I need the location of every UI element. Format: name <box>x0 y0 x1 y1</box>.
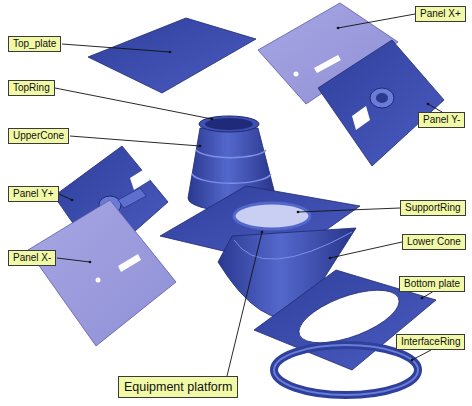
callout-text: Bottom plate <box>404 278 460 289</box>
callout-label: Lower Cone <box>402 234 466 250</box>
leader-line <box>298 208 400 212</box>
panel-x-minus <box>28 200 176 346</box>
callout-text: Panel X+ <box>420 8 461 19</box>
callout-text: Panel Y- <box>423 114 460 125</box>
callout-label: Panel Y- <box>418 112 465 128</box>
callout-text: Equipment platform <box>124 380 232 394</box>
leader-dot <box>199 145 202 148</box>
leader-line <box>55 88 212 119</box>
leader-dot <box>261 231 264 234</box>
callout-label: TopRing <box>8 80 55 96</box>
leader-dot <box>411 359 414 362</box>
callout-text: Top_plate <box>13 38 56 49</box>
callout-text: InterfaceRing <box>401 336 460 347</box>
leader-dot <box>337 27 340 30</box>
callout-label: Equipment platform <box>118 376 238 398</box>
callout-text: Lower Cone <box>407 236 461 247</box>
callout-label: Bottom plate <box>399 276 465 292</box>
leader-line <box>59 194 72 200</box>
leader-line <box>412 350 431 360</box>
leader-dot <box>329 257 332 260</box>
callout-label: UpperCone <box>8 128 69 144</box>
callout-text: UpperCone <box>13 130 64 141</box>
leader-line <box>57 258 90 262</box>
leader-line <box>70 136 200 146</box>
callout-label: Top_plate <box>8 36 61 52</box>
panel-y-minus <box>318 40 444 166</box>
callout-label: Panel X- <box>8 250 56 266</box>
leader-line <box>338 14 415 28</box>
callout-label: InterfaceRing <box>396 334 465 350</box>
callout-text: SupportRing <box>405 202 461 213</box>
leader-dot <box>89 261 92 264</box>
callout-text: Panel X- <box>13 252 51 263</box>
leader-line <box>227 232 262 376</box>
callout-text: Panel Y+ <box>13 188 54 199</box>
leader-dot <box>421 297 424 300</box>
leader-line <box>422 292 433 298</box>
top-plate <box>88 18 256 93</box>
leader-dot <box>427 103 430 106</box>
leader-dot <box>169 51 172 54</box>
leader-line <box>62 44 170 52</box>
leader-dot <box>71 199 74 202</box>
leader-dot <box>211 118 214 121</box>
callout-label: Panel X+ <box>415 6 466 22</box>
callout-label: Panel Y+ <box>8 186 59 202</box>
leader-line <box>330 242 402 258</box>
callout-text: TopRing <box>13 82 50 93</box>
callout-label: SupportRing <box>400 200 466 216</box>
leader-dot <box>297 211 300 214</box>
interface-ring <box>274 345 418 395</box>
leader-line <box>428 104 442 112</box>
